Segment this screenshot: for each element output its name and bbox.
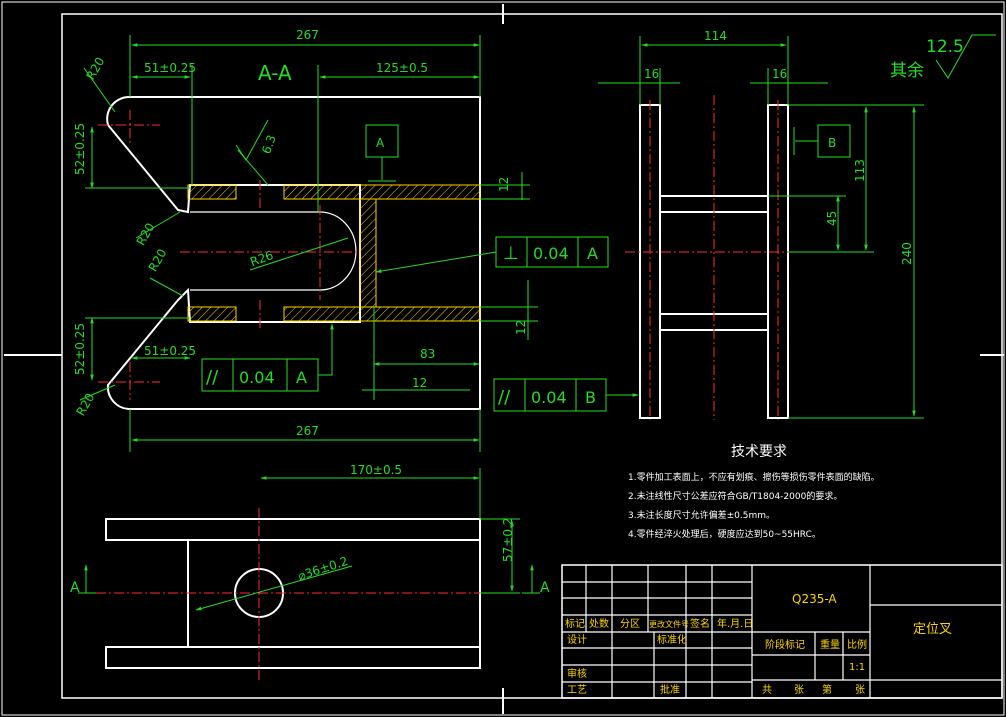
radius-r20-a: R20	[84, 55, 108, 82]
hatch-top	[187, 184, 237, 200]
radius-r20-d: R20	[74, 391, 98, 418]
tb-label-count: 处数	[589, 617, 609, 630]
tol-par-a-value: 0.04	[239, 368, 275, 387]
tol-par-a-symbol: //	[206, 367, 219, 388]
dim-113: 113	[853, 159, 867, 182]
radius-r20-b: R20	[134, 221, 158, 248]
dim-16-r: 16	[772, 67, 787, 81]
dim-45: 45	[825, 211, 839, 226]
hatch-top-2	[283, 184, 481, 200]
tb-label-docno: 更改文件号	[649, 619, 689, 629]
tol-par-b-datum: B	[585, 388, 596, 407]
dim-hole: ⌀36±0.2	[296, 554, 349, 583]
tb-weight: 重量	[820, 638, 840, 651]
dim-170: 170±0.5	[350, 463, 402, 477]
roughness-note: 12.5 其余	[890, 34, 996, 81]
dim-267-top: 267	[296, 28, 319, 42]
tb-review: 审核	[567, 667, 587, 680]
tb-scale: 比例	[847, 638, 867, 651]
tol-perp-value: 0.04	[533, 244, 569, 263]
tech-req-item-2: 2.未注线性尺寸公差应符合GB/T1804-2000的要求。	[628, 490, 842, 502]
hatch-bottom	[187, 306, 237, 322]
dim-267-bottom: 267	[296, 424, 319, 438]
dim-51-top: 51±0.25	[144, 61, 196, 75]
roughness-note-text: 其余	[890, 61, 924, 81]
tech-req-item-4: 4.零件经淬火处理后，硬度应达到50~55HRC。	[628, 528, 821, 540]
top-lower-arm	[105, 646, 481, 669]
datum-a-label: A	[376, 136, 385, 150]
hatch-web	[359, 198, 377, 308]
dim-52-top: 52±0.25	[73, 123, 87, 175]
tb-approve: 批准	[660, 683, 680, 696]
section-view: 267 51±0.25 125±0.5 A-A 52±0.25 52±0.25 …	[73, 28, 609, 452]
dim-83: 83	[420, 347, 435, 361]
leader-r20-a	[83, 67, 116, 113]
hatch-bottom-2	[283, 306, 481, 322]
section-mark-right: A	[540, 580, 550, 596]
leader-r26	[249, 237, 349, 271]
tol-par-b-value: 0.04	[531, 388, 567, 407]
tb-label-zone: 分区	[620, 618, 640, 630]
tb-label-mark: 标记	[565, 618, 585, 630]
tol-perp-datum: A	[587, 244, 598, 263]
top-view: 170±0.5 57±0.2 ⌀36±0.2 A A	[70, 463, 550, 680]
tol-par-a-datum: A	[296, 368, 307, 387]
roughness-leader	[237, 149, 269, 186]
roughness-note-value: 12.5	[926, 37, 964, 57]
section-outline	[106, 95, 481, 411]
dim-12-small: 12	[412, 376, 427, 390]
tb-process: 工艺	[567, 684, 587, 696]
dim-114: 114	[704, 29, 727, 43]
tol-perp-leader	[375, 251, 497, 273]
tb-stage: 阶段标记	[765, 638, 805, 651]
inner-frame	[61, 13, 1003, 699]
leader-r20-d	[79, 384, 116, 401]
tb-design: 设计	[567, 633, 587, 646]
leader-r20-c	[149, 277, 184, 297]
side-view: 114 16 16 240 113 45 B // 0.04 B	[493, 29, 924, 420]
leader-hole	[195, 565, 353, 611]
dim-240: 240	[900, 242, 914, 265]
tb-part-name: 定位叉	[913, 622, 952, 637]
leader-r20-b	[135, 211, 181, 239]
tb-sheets-no: 第	[822, 683, 832, 696]
tech-req-title: 技术要求	[731, 444, 787, 460]
tb-standardize: 标准化	[657, 633, 687, 646]
dim-52-bottom: 52±0.25	[73, 323, 87, 375]
tb-material: Q235-A	[792, 592, 837, 606]
tol-par-b-symbol: //	[498, 387, 511, 408]
tb-sheets-total: 共	[762, 684, 772, 696]
tech-req-item-3: 3.未注长度尺寸允许偏差±0.5mm。	[628, 509, 775, 521]
u-slot	[190, 211, 357, 291]
dim-16-l: 16	[644, 67, 659, 81]
section-label: A-A	[258, 61, 292, 85]
tb-sheets-unit-1: 张	[794, 684, 804, 696]
roughness-note-symbol	[935, 34, 996, 79]
tb-sheets-unit-2: 张	[855, 684, 865, 696]
datum-b-label: B	[828, 136, 836, 150]
radius-r20-c: R20	[146, 247, 170, 274]
roughness-value: 6.3	[259, 133, 279, 156]
tol-perp-symbol: ⊥	[503, 243, 519, 264]
title-block: Q235-A 定位叉 标记 处数 分区 更改文件号 签名 年.月.日 设计 标准…	[561, 564, 1003, 699]
tb-label-sign: 签名	[690, 617, 710, 630]
section-mark-left: A	[70, 580, 80, 596]
dim-12-top: 12	[497, 177, 511, 192]
top-upper-arm	[105, 518, 481, 541]
dim-125: 125±0.5	[376, 61, 428, 75]
dim-12-bottom: 12	[514, 320, 528, 335]
dim-51-bottom: 51±0.25	[144, 344, 196, 358]
tech-req-item-1: 1.零件加工表面上，不应有划痕、擦伤等损伤零件表面的缺陷。	[628, 471, 880, 483]
tb-scale-value: 1:1	[849, 662, 865, 673]
tech-requirements: 技术要求 1.零件加工表面上，不应有划痕、擦伤等损伤零件表面的缺陷。 2.未注线…	[628, 444, 880, 540]
dim-57: 57±0.2	[501, 518, 515, 562]
tb-label-date: 年.月.日	[717, 617, 753, 630]
tol-par-a-leader	[318, 323, 334, 376]
